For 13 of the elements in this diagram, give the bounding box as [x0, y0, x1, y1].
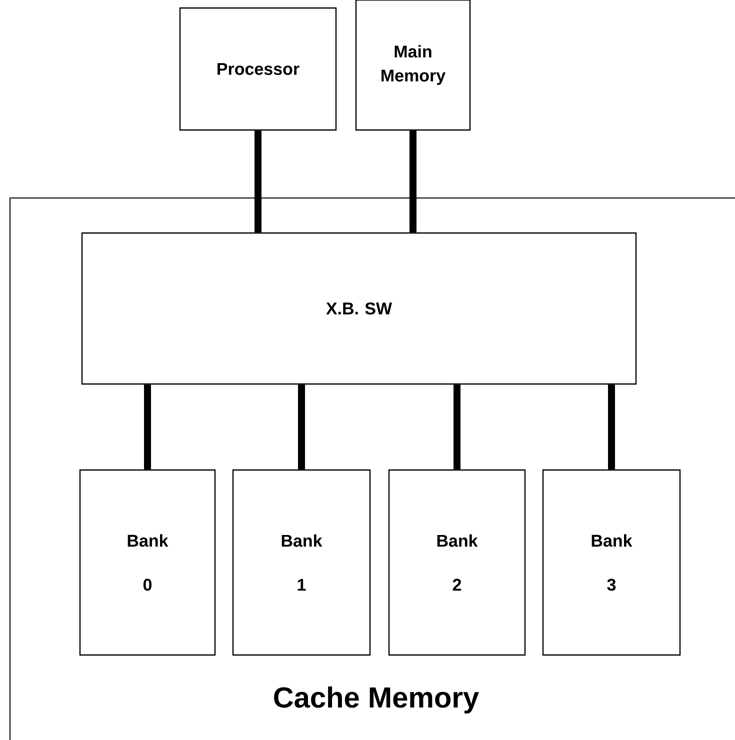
bank-box: Bank 0 [79, 469, 216, 656]
switch-box: X.B. SW [81, 232, 637, 385]
bank-box: Bank 2 [388, 469, 526, 656]
connector-line [254, 130, 262, 232]
connector-line [454, 384, 460, 470]
connector-line [144, 384, 151, 470]
connector-line [298, 384, 305, 470]
process-box: Main Memory [355, 0, 471, 131]
connector-line [410, 130, 416, 232]
bank-box: Bank 3 [542, 469, 681, 656]
connector-line [608, 384, 615, 470]
process-box: Processor [179, 7, 337, 131]
bank-box: Bank 1 [232, 469, 371, 656]
